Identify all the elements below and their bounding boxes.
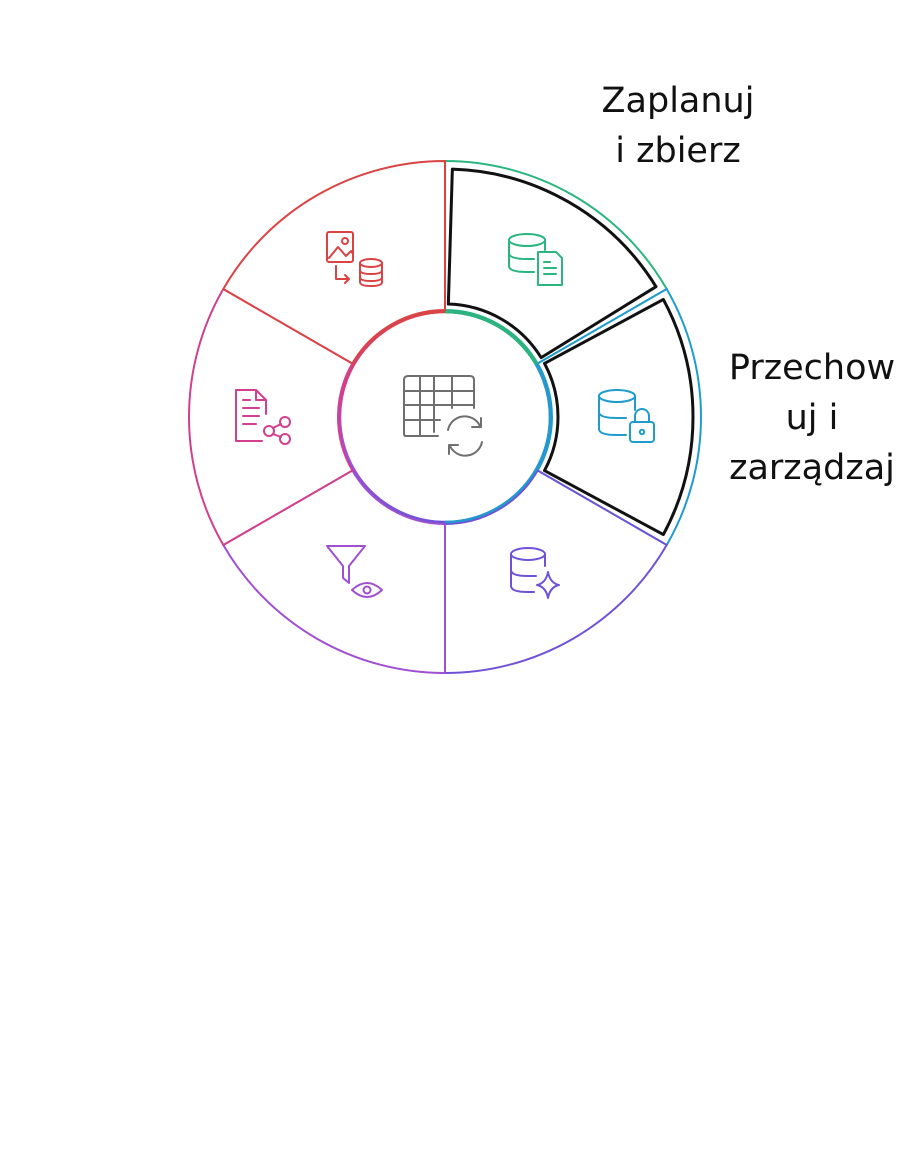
segment-plan-highlight <box>446 167 658 360</box>
document-share-icon <box>235 389 291 445</box>
label-store-line-2: uj i <box>785 398 839 438</box>
database-document-icon <box>508 233 563 286</box>
segment-store-highlight <box>542 297 695 537</box>
table-refresh-icon <box>403 375 483 457</box>
label-store-and-manage: Przechow uj i zarządzaj <box>712 343 912 493</box>
inner-circle-green-arc <box>444 310 538 366</box>
segment-enhance <box>444 469 668 674</box>
label-plan-line-1: Zaplanuj <box>601 81 755 121</box>
label-store-line-1: Przechow <box>728 348 896 388</box>
label-store-line-3: zarządzaj <box>729 448 895 488</box>
segment-filter <box>222 469 446 674</box>
label-plan-and-collect: Zaplanuj i zbierz <box>578 76 778 176</box>
filter-eye-icon <box>326 545 383 598</box>
segment-share <box>188 288 354 546</box>
label-plan-line-2: i zbierz <box>615 131 741 171</box>
image-to-database-icon <box>326 231 383 287</box>
database-lock-icon <box>598 389 655 443</box>
database-sparkle-icon <box>510 547 560 599</box>
